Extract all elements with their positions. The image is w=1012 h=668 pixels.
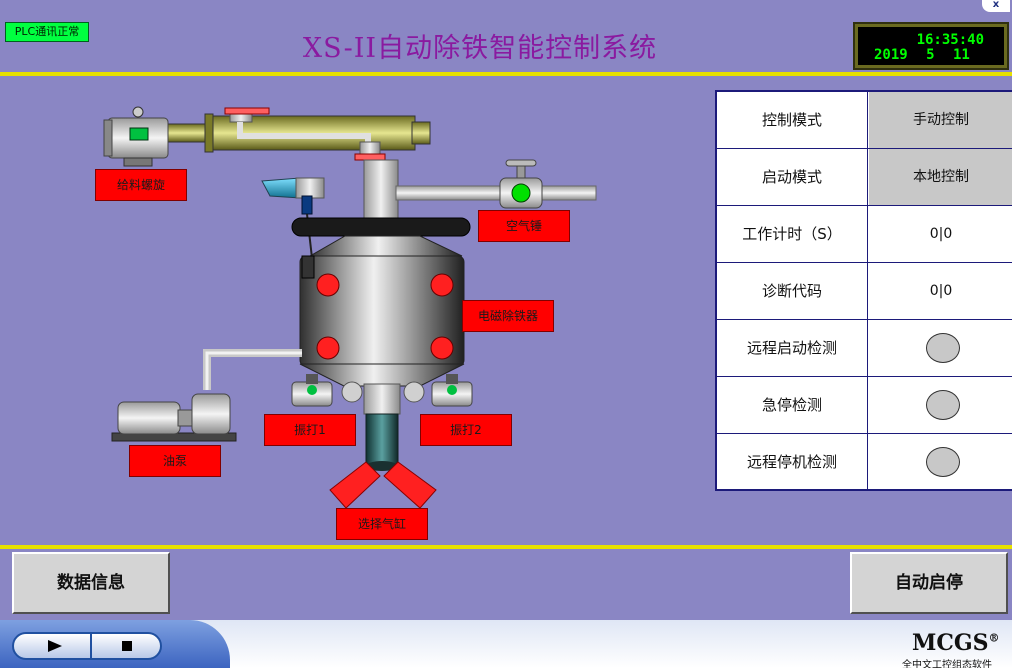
clock-time: 16:35:40	[916, 32, 984, 48]
row-value-control-mode: 手动控制	[869, 92, 1012, 148]
header-bar	[0, 0, 1012, 76]
row-value-emergency-stop	[869, 377, 1012, 433]
table-row: 启动模式 本地控制	[717, 149, 1012, 206]
row-label-work-timer: 工作计时（S）	[717, 206, 868, 262]
feeder-screw-label: 给料螺旋	[95, 169, 187, 201]
status-indicator-icon	[926, 447, 960, 477]
bottom-divider	[0, 545, 1012, 549]
clock-date: 2019 5 11	[874, 47, 970, 63]
air-valve-label: 空气锤	[478, 210, 570, 242]
table-row: 远程启动检测	[717, 320, 1012, 377]
selector-cylinder-label: 选择气缸	[336, 508, 428, 540]
mcgs-subtitle: 全中文工控组态软件	[902, 660, 992, 668]
magnetic-separator-body	[299, 235, 465, 471]
table-row: 工作计时（S） 0|0	[717, 206, 1012, 263]
registered-mark: ®	[988, 631, 1000, 645]
row-label-diagnostic-code: 诊断代码	[717, 263, 868, 319]
table-row: 远程停机检测	[717, 434, 1012, 491]
separator-collar	[291, 217, 471, 237]
close-icon[interactable]: x	[982, 0, 1010, 12]
process-diagram: 给料螺旋 空气锤 电磁除铁器 振打1 振打2 油泵 选择气缸	[0, 78, 710, 544]
row-label-emergency-stop: 急停检测	[717, 377, 868, 433]
mcgs-logo: MCGS®	[912, 630, 1000, 656]
status-indicator-icon	[926, 333, 960, 363]
rapper-1-device	[291, 374, 333, 407]
feeder-motor	[103, 106, 169, 167]
play-icon[interactable]	[48, 640, 62, 652]
stop-icon[interactable]	[122, 641, 132, 651]
rapper-2-label: 振打2	[420, 414, 512, 446]
media-controls	[12, 632, 162, 660]
feeder-screw	[164, 107, 431, 161]
table-row: 急停检测	[717, 377, 1012, 434]
row-value-remote-start	[869, 320, 1012, 376]
table-row: 控制模式 手动控制	[717, 92, 1012, 149]
rapper-2-device	[431, 374, 473, 407]
page-title: XS-II自动除铁智能控制系统	[302, 33, 658, 64]
status-indicator-icon	[926, 390, 960, 420]
oil-pump-label: 油泵	[129, 445, 221, 477]
air-pipe	[395, 185, 597, 201]
row-label-remote-stop: 远程停机检测	[717, 434, 868, 490]
row-value-start-mode: 本地控制	[869, 149, 1012, 205]
feed-pipe	[363, 159, 399, 221]
row-label-remote-start: 远程启动检测	[717, 320, 868, 376]
status-table: 控制模式 手动控制 启动模式 本地控制 工作计时（S） 0|0 诊断代码 0|0…	[715, 90, 1012, 491]
oil-pump-device	[111, 393, 237, 442]
row-value-diagnostic-code: 0|0	[929, 283, 953, 299]
mcgs-logo-text: MCGS	[912, 630, 989, 656]
row-label-start-mode: 启动模式	[717, 149, 868, 205]
process-svg	[103, 106, 597, 509]
media-separator	[90, 634, 92, 658]
air-valve	[499, 159, 543, 209]
magnetic-separator-label: 电磁除铁器	[462, 300, 554, 332]
table-row: 诊断代码 0|0	[717, 263, 1012, 320]
oil-pipe	[203, 349, 302, 390]
row-label-control-mode: 控制模式	[717, 92, 868, 148]
data-info-button[interactable]: 数据信息	[12, 552, 170, 614]
header-divider	[0, 72, 1012, 76]
clock-display: 16:35:40 2019 5 11	[853, 22, 1009, 70]
rapper-1-label: 振打1	[264, 414, 356, 446]
row-value-remote-stop	[869, 434, 1012, 490]
plc-status-badge: PLC通讯正常	[5, 22, 89, 42]
row-value-work-timer: 0|0	[929, 226, 953, 242]
auto-start-stop-button[interactable]: 自动启停	[850, 552, 1008, 614]
